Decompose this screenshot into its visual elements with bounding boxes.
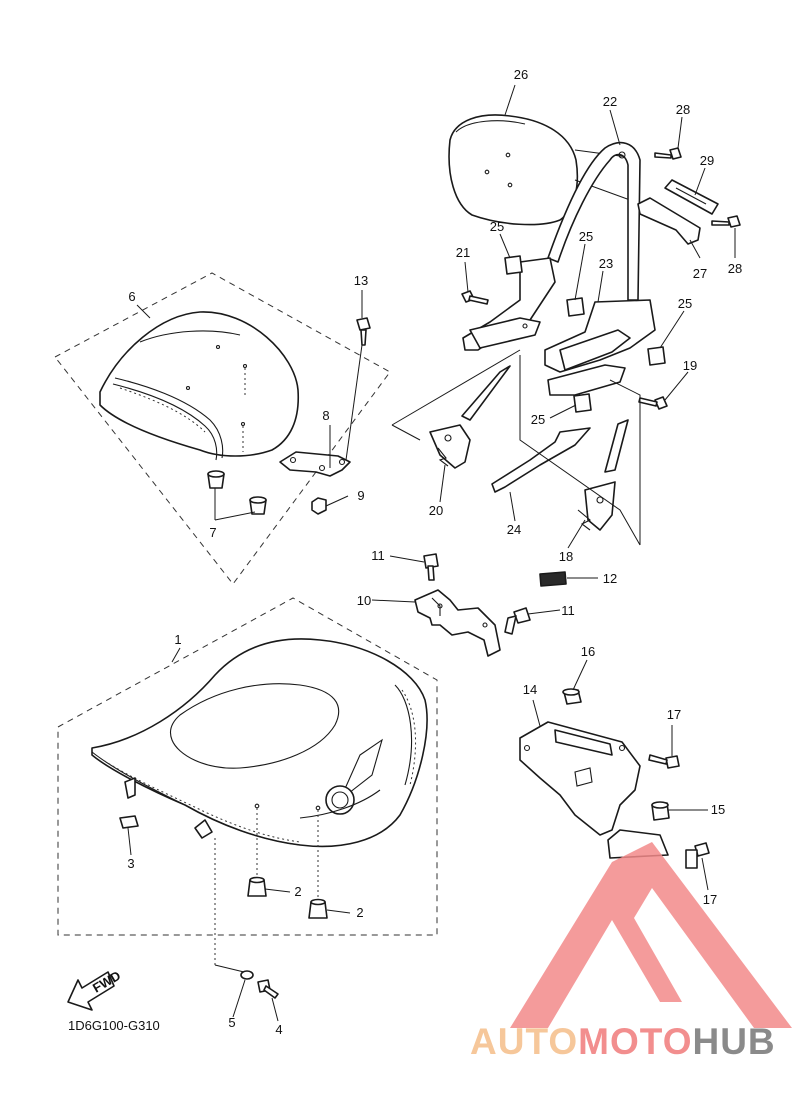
- callout-19: 19: [683, 358, 697, 373]
- bolt-13: [356, 317, 371, 346]
- callout-16: 16: [581, 644, 595, 659]
- callout-15: 15: [711, 802, 725, 817]
- bolt-4: [257, 979, 279, 999]
- callout-23: 23: [599, 256, 613, 271]
- callout-labels: 1 2 2 3 4 5 6 7 8 9 10 11 11 12 13 14 15…: [127, 67, 742, 1037]
- callout-25a: 25: [490, 219, 504, 234]
- bracket-27: [637, 197, 701, 245]
- callout-12: 12: [603, 571, 617, 586]
- nut-9: [311, 497, 327, 515]
- backrest-pad-26: [448, 114, 636, 226]
- damper-3: [119, 815, 139, 829]
- damper-2b: [308, 898, 328, 919]
- bolt-28a: [654, 147, 682, 160]
- callout-5: 5: [228, 1015, 235, 1030]
- bolt-21: [461, 290, 489, 305]
- damper-7a: [207, 470, 225, 489]
- bolt-17b: [685, 842, 710, 869]
- callout-28b: 28: [728, 261, 742, 276]
- group-box-seat-1: [57, 597, 438, 936]
- callout-25c: 25: [678, 296, 692, 311]
- clip-25b: [566, 297, 585, 317]
- seat-6: [99, 311, 300, 461]
- watermark-part-3: HUB: [692, 1021, 775, 1062]
- callout-27: 27: [693, 266, 707, 281]
- callout-8: 8: [322, 408, 329, 423]
- watermark-part-1: AUTO: [470, 1021, 578, 1062]
- pad-29: [664, 179, 719, 215]
- callout-11b: 11: [561, 603, 575, 618]
- watermark-text: AUTOMOTOHUB: [470, 1021, 776, 1062]
- grommet-16: [562, 688, 582, 705]
- watermark-logo: [510, 842, 792, 1028]
- callout-18: 18: [559, 549, 573, 564]
- damper-7b: [249, 496, 267, 515]
- watermark-part-2: MOTO: [578, 1021, 692, 1062]
- callout-29: 29: [700, 153, 714, 168]
- callout-3: 3: [127, 856, 134, 871]
- callout-17a: 17: [667, 707, 681, 722]
- clip-25c: [647, 346, 666, 366]
- callout-4: 4: [275, 1022, 282, 1037]
- side-plate-left: [462, 257, 556, 351]
- callout-17b: 17: [703, 892, 717, 907]
- grommet-15: [651, 801, 670, 821]
- damper-2a: [247, 876, 267, 897]
- group-box-seat-6: [54, 272, 391, 585]
- svg-text:AUTOMOTOHUB: AUTOMOTOHUB: [470, 1021, 776, 1062]
- washer-5: [240, 970, 254, 980]
- lock-lever-20: [429, 365, 511, 469]
- side-plate-right: [544, 299, 656, 396]
- bolt-17a: [648, 754, 680, 769]
- bolt-28b: [711, 215, 741, 228]
- bolt-11a: [423, 553, 439, 581]
- clip-25a: [504, 255, 523, 275]
- latch-18: [577, 419, 629, 531]
- callout-10: 10: [357, 593, 371, 608]
- assembly-guides: [391, 349, 641, 546]
- seat-1: [91, 638, 428, 900]
- callout-7: 7: [209, 525, 216, 540]
- callout-9: 9: [357, 488, 364, 503]
- cover-14: [519, 721, 669, 859]
- callout-24: 24: [507, 522, 521, 537]
- callout-1: 1: [174, 632, 181, 647]
- callout-6: 6: [128, 289, 135, 304]
- bracket-10: [414, 589, 501, 657]
- callout-14: 14: [523, 682, 537, 697]
- bolt-19: [638, 396, 668, 410]
- callout-21: 21: [456, 245, 470, 260]
- bolt-11b: [504, 607, 531, 635]
- bracket-8: [279, 451, 351, 477]
- callout-22: 22: [603, 94, 617, 109]
- callout-13: 13: [354, 273, 368, 288]
- callout-25b: 25: [579, 229, 593, 244]
- callout-25d: 25: [531, 412, 545, 427]
- strap-24: [491, 427, 591, 493]
- callout-2a: 2: [294, 884, 301, 899]
- pad-12: [539, 571, 567, 587]
- callout-26: 26: [514, 67, 528, 82]
- callout-20: 20: [429, 503, 443, 518]
- callout-leaders: [127, 84, 736, 1022]
- callout-11a: 11: [371, 548, 385, 563]
- diagram-code: 1D6G100-G310: [68, 1018, 160, 1033]
- fwd-arrow-icon: FWD: [67, 968, 123, 1011]
- clip-25d: [573, 393, 592, 413]
- callout-28a: 28: [676, 102, 690, 117]
- callout-2b: 2: [356, 905, 363, 920]
